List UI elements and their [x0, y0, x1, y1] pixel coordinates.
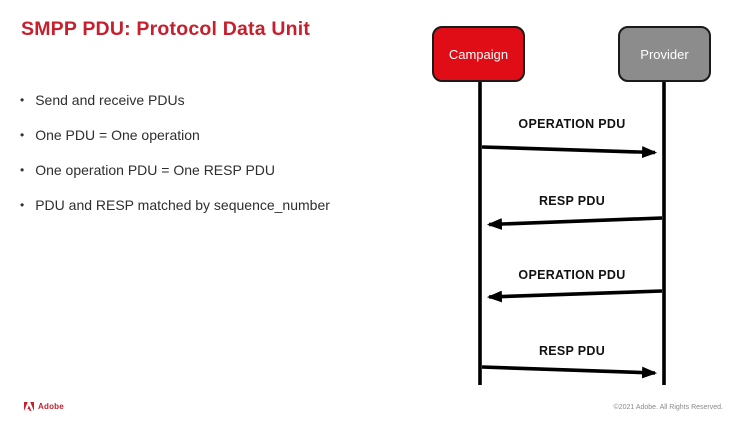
bullet-text: One PDU = One operation — [35, 126, 200, 143]
bullet-icon: • — [20, 162, 25, 177]
message-label: RESP PDU — [538, 344, 606, 358]
actor-box-campaign: Campaign — [432, 26, 525, 82]
adobe-brand-text: Adobe — [38, 402, 64, 411]
bullet-text: Send and receive PDUs — [35, 91, 185, 108]
actor-box-provider: Provider — [618, 26, 711, 82]
copyright-text: ©2021 Adobe. All Rights Reserved. — [613, 404, 723, 411]
bullet-icon: • — [20, 197, 25, 212]
bullet-icon: • — [20, 127, 25, 142]
list-item: • PDU and RESP matched by sequence_numbe… — [20, 187, 330, 222]
bullet-text: PDU and RESP matched by sequence_number — [35, 196, 330, 213]
list-item: • Send and receive PDUs — [20, 82, 330, 117]
adobe-logo-icon — [24, 402, 34, 411]
actor-label: Provider — [640, 46, 689, 62]
list-item: • One PDU = One operation — [20, 117, 330, 152]
message-arrow-resp-pdu-left — [486, 216, 663, 230]
message-label: RESP PDU — [538, 194, 606, 208]
message-arrow-operation-pdu-left — [486, 289, 663, 303]
message-label: OPERATION PDU — [518, 268, 626, 282]
message-arrow-resp-pdu-right — [481, 365, 658, 379]
bullet-text: One operation PDU = One RESP PDU — [35, 161, 276, 178]
bullet-icon: • — [20, 92, 25, 107]
page-title: SMPP PDU: Protocol Data Unit — [21, 18, 311, 40]
actor-label: Campaign — [448, 46, 509, 62]
list-item: • One operation PDU = One RESP PDU — [20, 152, 330, 187]
message-label: OPERATION PDU — [518, 117, 626, 131]
message-arrow-operation-pdu-right — [481, 145, 658, 159]
adobe-brand: Adobe — [24, 402, 64, 411]
bullet-list: • Send and receive PDUs • One PDU = One … — [20, 82, 330, 222]
